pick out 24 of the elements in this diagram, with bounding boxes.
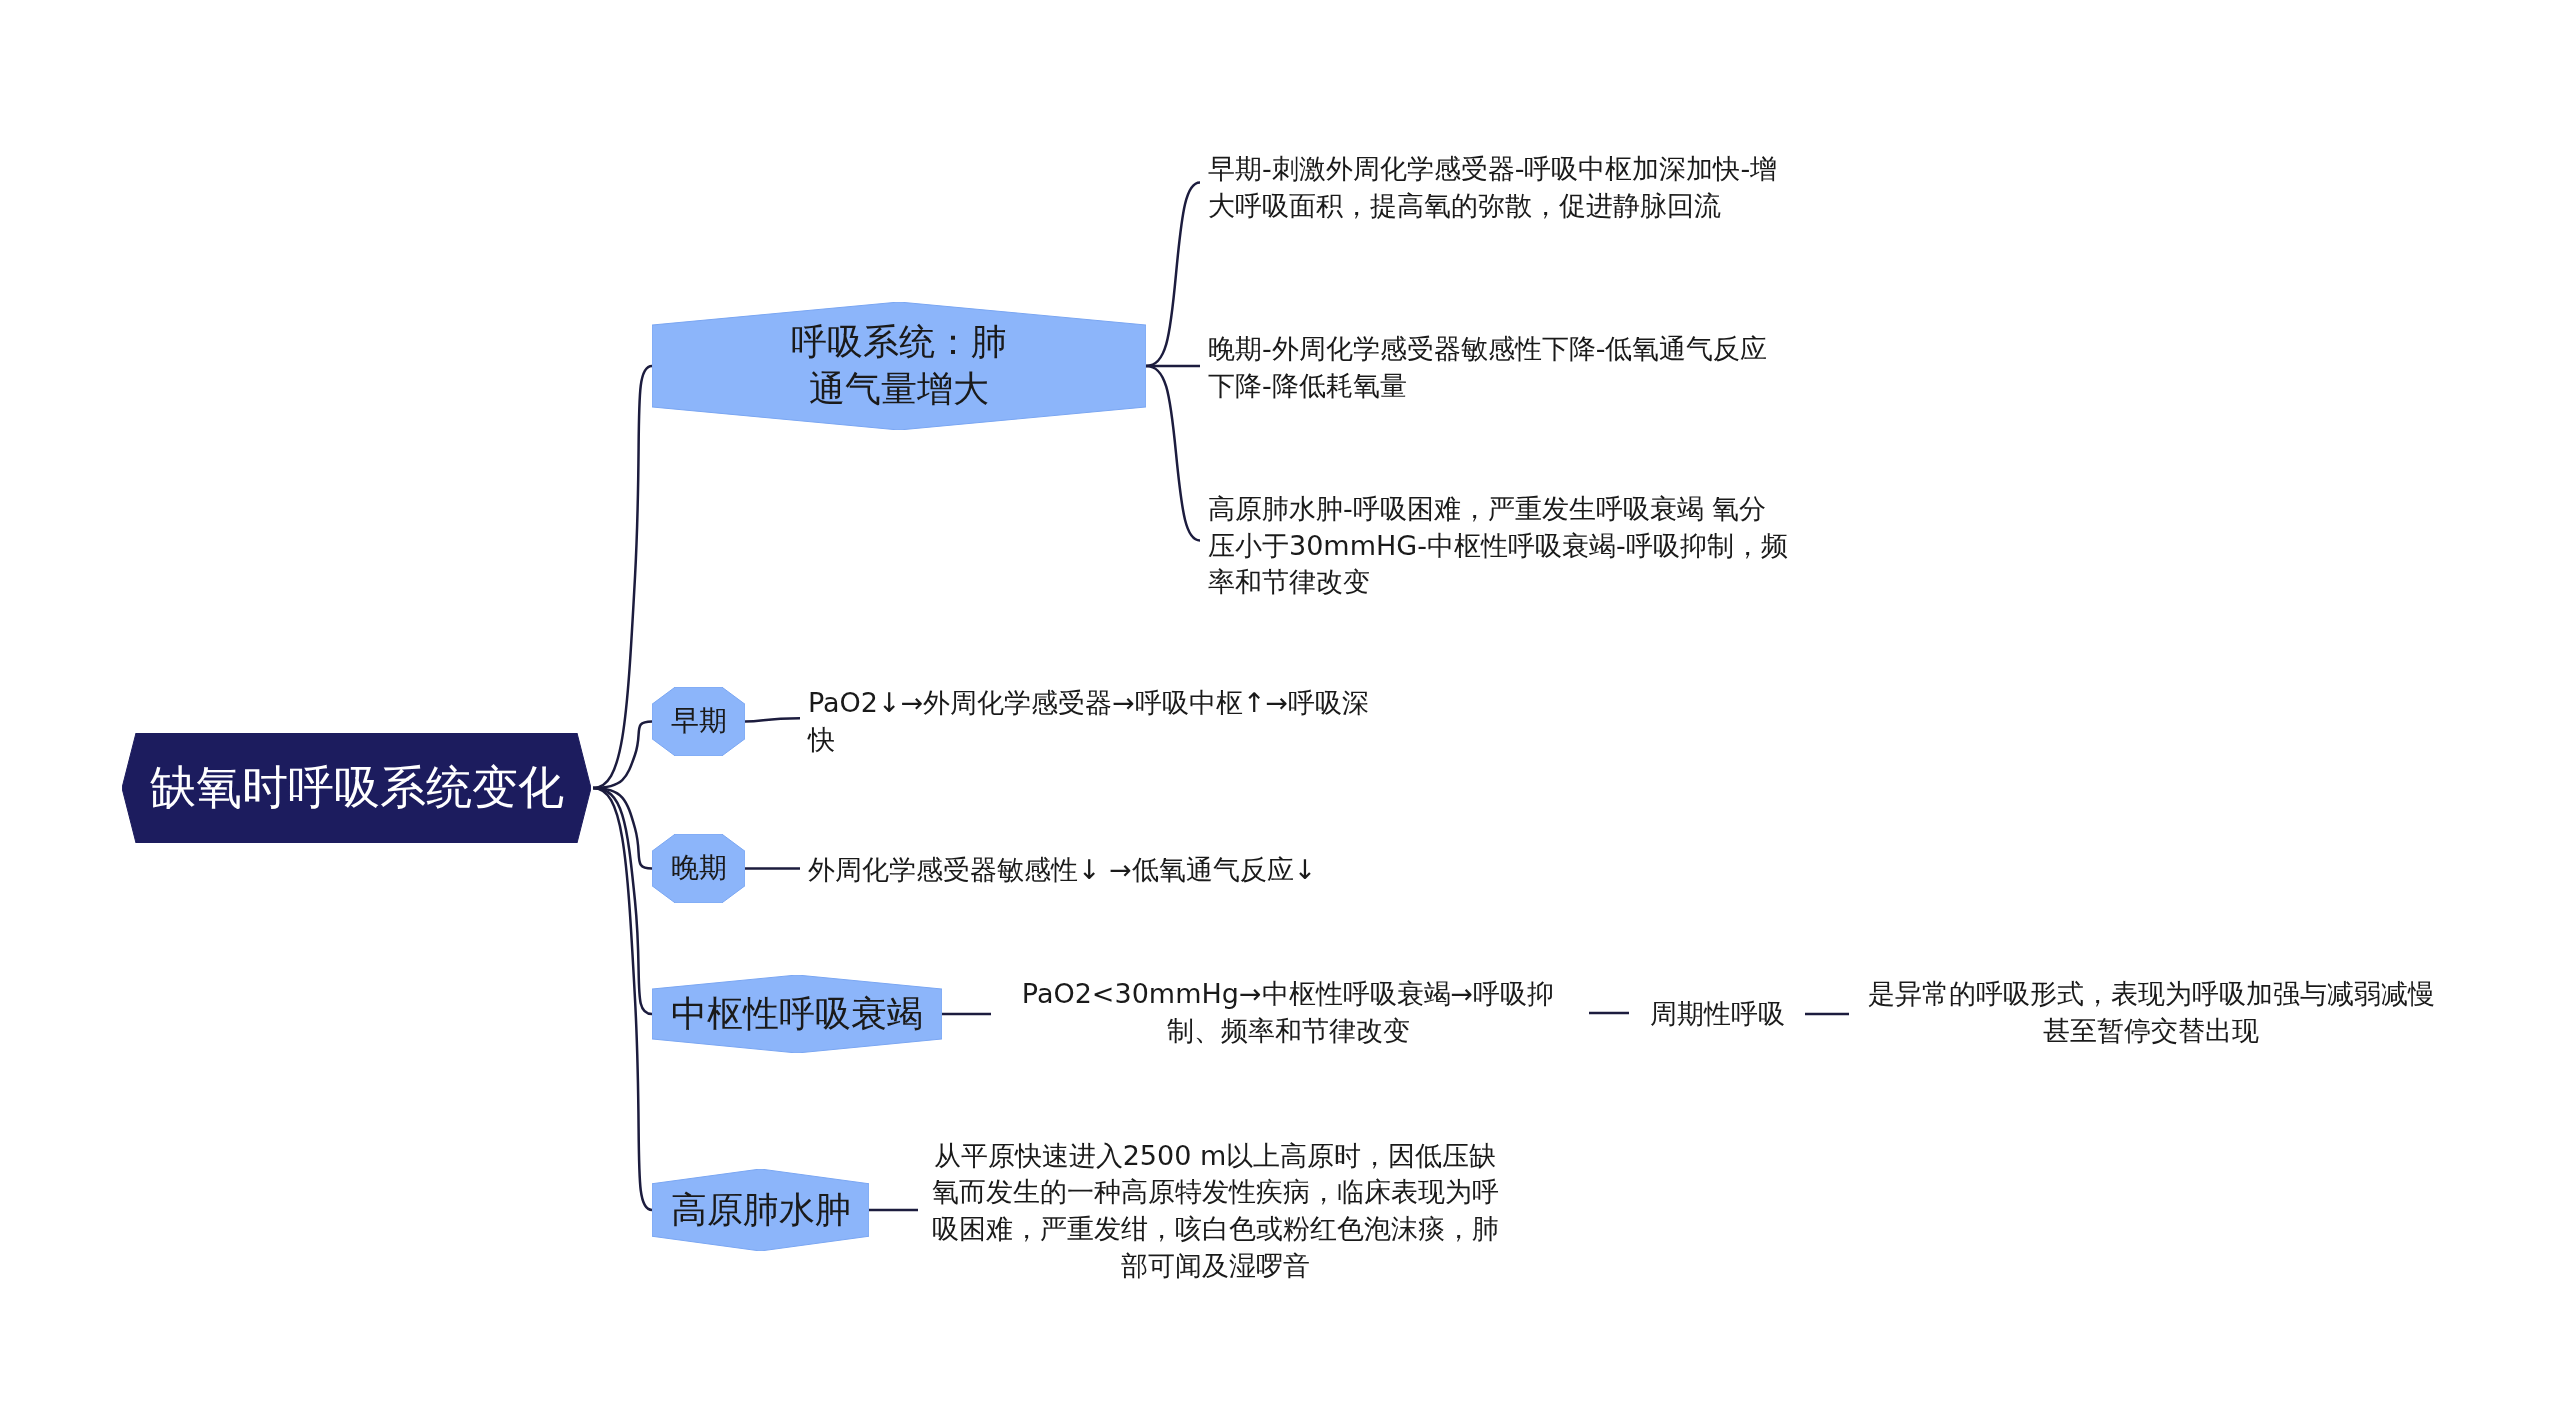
central-topic-box: 缺氧时呼吸系统变化 bbox=[122, 733, 591, 843]
topic-box: 早期 bbox=[652, 687, 745, 756]
connector-line bbox=[745, 716, 800, 723]
connector-line bbox=[942, 1012, 991, 1016]
connector-line bbox=[1589, 1011, 1629, 1015]
note-text: 晚期-外周化学感受器敏感性下降-低氧通气反应下降-降低耗氧量 bbox=[1208, 330, 1788, 406]
note-text: PaO2<30mmHg→中枢性呼吸衰竭→呼吸抑制、频率和节律改变 bbox=[999, 975, 1577, 1051]
topic-box: 高原肺水肿 bbox=[652, 1169, 869, 1251]
connector-line bbox=[869, 1208, 918, 1212]
note-text: 是异常的呼吸形式，表现为呼吸加强与减弱减慢甚至暂停交替出现 bbox=[1861, 975, 2441, 1051]
note-text: PaO2↓→外周化学感受器→呼吸中枢↑→呼吸深快 bbox=[808, 684, 1388, 760]
topic-box: 呼吸系统：肺通气量增大 bbox=[652, 302, 1146, 430]
connector-line bbox=[1145, 364, 1201, 542]
topic-box: 中枢性呼吸衰竭 bbox=[652, 975, 942, 1053]
note-text: 高原肺水肿-呼吸困难，严重发生呼吸衰竭 氧分压小于30mmHG-中枢性呼吸衰竭-呼吸抑制，频率和节律改变 bbox=[1208, 490, 1788, 602]
note-text: 周期性呼吸 bbox=[1641, 994, 1793, 1034]
connector-line bbox=[745, 867, 800, 870]
note-text: 早期-刺激外周化学感受器-呼吸中枢加深加快-增大呼吸面积，提高氧的弥散，促进静脉回流 bbox=[1208, 132, 1788, 244]
connector-line bbox=[592, 364, 653, 790]
note-text: 从平原快速进入2500 m以上高原时，因低压缺氧而发生的一种高原特发性疾病，临床表现为呼吸困难，严重发绀，咳白色或粉红色泡沫痰，肺部可闻及湿啰音 bbox=[926, 1137, 1504, 1285]
topic-box: 晚期 bbox=[652, 834, 745, 903]
note-text: 外周化学感受器敏感性↓ →低氧通气反应↓ bbox=[808, 850, 1388, 890]
connector-line bbox=[592, 786, 653, 1212]
connector-line bbox=[1805, 1012, 1849, 1016]
